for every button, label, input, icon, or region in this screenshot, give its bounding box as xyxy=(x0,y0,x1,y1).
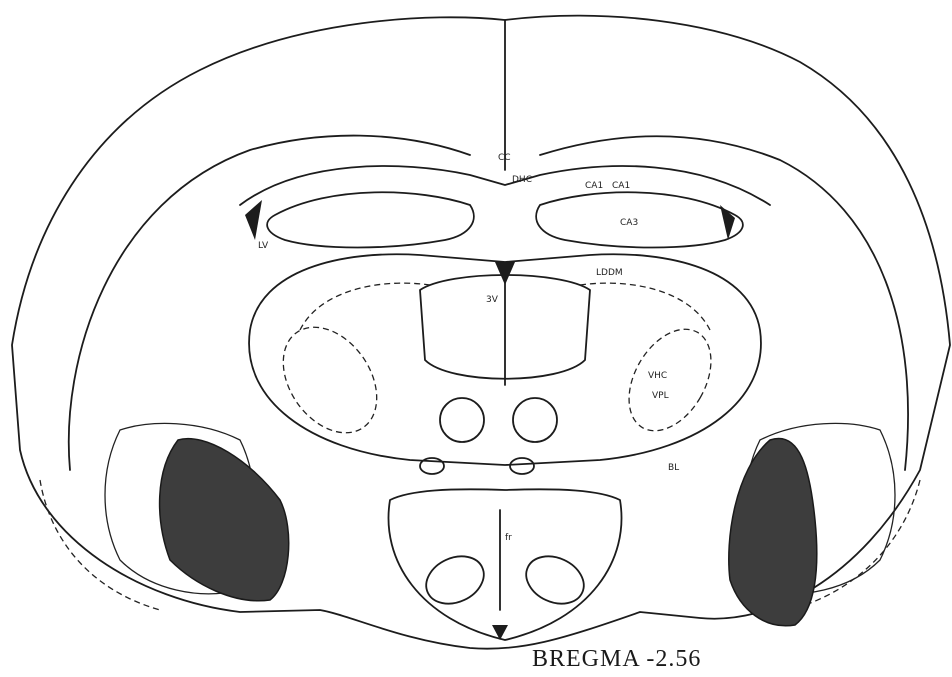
label-vhc: VHC xyxy=(648,371,667,381)
label-lddm: LDDM xyxy=(596,268,623,278)
label-lv: LV xyxy=(258,241,269,251)
lesion-left xyxy=(160,439,289,601)
third-ventricle-marker xyxy=(495,262,515,285)
hippocampus-right xyxy=(536,192,743,247)
nucleus-right xyxy=(513,398,557,442)
lesion-right xyxy=(729,438,817,625)
label-ca1b: CA1 xyxy=(612,181,630,191)
label-3v: 3V xyxy=(486,295,499,305)
internal-capsule-left xyxy=(264,310,396,451)
hypothalamus-outline xyxy=(388,489,621,640)
label-vpl: VPL xyxy=(652,391,669,401)
cortical-layer-left xyxy=(40,480,160,610)
lateral-ventricle-left xyxy=(245,200,262,240)
label-ca1: CA1 xyxy=(585,181,603,191)
label-cc: CC xyxy=(498,153,511,163)
subnucleus-right xyxy=(510,458,534,474)
hippocampus-left xyxy=(267,192,474,247)
label-ca3: CA3 xyxy=(620,218,638,228)
nucleus-left xyxy=(440,398,484,442)
label-bl: BL xyxy=(668,463,679,473)
label-dhc: DHC xyxy=(512,175,532,185)
bregma-caption: BREGMA -2.56 xyxy=(532,646,772,673)
label-fr: fr xyxy=(505,533,512,543)
